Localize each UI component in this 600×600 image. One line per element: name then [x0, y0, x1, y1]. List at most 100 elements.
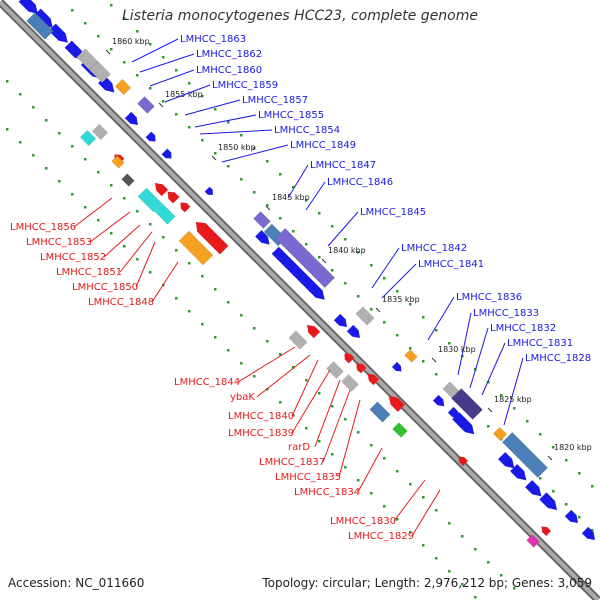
gc-dot: [162, 236, 165, 239]
reverse-gene-label: LMHCC_1834: [294, 487, 360, 498]
cog-block-shape: [79, 129, 97, 147]
gc-dot: [474, 596, 477, 599]
gc-dot: [123, 61, 126, 64]
gc-dot: [422, 496, 425, 499]
gc-dot: [357, 431, 360, 434]
cog-block-shape: [154, 203, 176, 225]
tick-label: 1825 kbp: [494, 395, 532, 404]
cog-block-shape: [121, 173, 135, 187]
forward-gene: [539, 492, 558, 511]
cog-block: [26, 12, 54, 40]
gc-dot: [227, 121, 230, 124]
tick-mark: [265, 205, 271, 211]
forward-gene-label: LMHCC_1841: [418, 259, 484, 270]
cog-block: [111, 155, 125, 169]
leader-line: [151, 261, 179, 303]
tick-label: 1830 kbp: [438, 345, 476, 354]
reverse-gene-label: LMHCC_1850: [72, 282, 138, 293]
leader-line: [119, 231, 153, 273]
gc-dot: [331, 405, 334, 408]
cog-block: [492, 426, 508, 442]
gc-dot: [318, 392, 321, 395]
gc-dot: [305, 199, 308, 202]
leader-line: [149, 69, 195, 87]
cog-block: [502, 432, 548, 478]
gc-dot: [461, 583, 464, 586]
reverse-gene: [388, 395, 405, 412]
gc-dot: [266, 160, 269, 163]
gc-dot: [71, 193, 74, 196]
gc-dot: [175, 113, 178, 116]
gc-dot: [279, 217, 282, 220]
gc-dot: [396, 470, 399, 473]
gc-dot: [227, 301, 230, 304]
cog-block-shape: [89, 61, 111, 83]
cog-block: [404, 349, 418, 363]
gc-dot: [422, 360, 425, 363]
leader-line: [469, 327, 489, 389]
gc-dot: [344, 418, 347, 421]
forward-gene: [525, 480, 542, 497]
leader-line: [393, 479, 426, 522]
gc-dot: [240, 178, 243, 181]
cog-block-shape: [492, 426, 508, 442]
gc-dot: [97, 35, 100, 38]
gc-dot: [474, 548, 477, 551]
leader-line: [503, 357, 524, 426]
gc-dot: [513, 587, 516, 590]
cog-block: [253, 211, 271, 229]
gc-dot: [409, 483, 412, 486]
cog-block-shape: [392, 422, 408, 438]
forward-gene: [452, 412, 475, 435]
gc-dot: [201, 323, 204, 326]
leader-line: [256, 354, 311, 398]
gc-dot: [45, 119, 48, 122]
cog-block: [114, 78, 132, 96]
reverse-gene-shape: [155, 183, 169, 197]
gc-dot: [84, 22, 87, 25]
gc-dot: [318, 440, 321, 443]
forward-gene-label: LMHCC_1832: [490, 323, 556, 334]
tick-mark: [321, 258, 327, 264]
cog-block-shape: [26, 12, 54, 40]
cog-block: [355, 306, 375, 326]
reverse-gene-label: ybaK: [230, 392, 255, 403]
reverse-gene-shape: [195, 221, 229, 255]
reverse-gene: [356, 363, 367, 374]
forward-gene: [346, 324, 360, 338]
gc-dot: [539, 433, 542, 436]
gc-dot: [292, 186, 295, 189]
cog-block-shape: [526, 534, 540, 548]
gc-dot: [149, 87, 152, 90]
gc-dot: [266, 340, 269, 343]
gc-dot: [383, 277, 386, 280]
forward-gene: [124, 111, 138, 125]
leader-line: [73, 197, 113, 228]
gc-dot: [578, 516, 581, 519]
forward-gene-shape: [124, 111, 138, 125]
gc-dot: [201, 95, 204, 98]
forward-gene-labels: LMHCC_1863LMHCC_1862LMHCC_1860LMHCC_1859…: [131, 34, 591, 426]
gc-dot: [435, 509, 438, 512]
gc-dot: [344, 238, 347, 241]
gc-dot: [110, 48, 113, 51]
gc-dot: [357, 251, 360, 254]
gc-dot: [552, 490, 555, 493]
gc-dot: [71, 9, 74, 12]
gc-dot: [136, 258, 139, 261]
forward-gene: [510, 464, 527, 481]
gc-dot: [591, 485, 594, 488]
gc-dot: [266, 204, 269, 207]
gc-dot: [110, 184, 113, 187]
gc-dot: [370, 308, 373, 311]
reverse-gene: [180, 202, 191, 213]
gc-dot: [396, 290, 399, 293]
gc-dot: [240, 314, 243, 317]
gc-dot: [227, 349, 230, 352]
forward-gene-label: LMHCC_1862: [196, 49, 262, 60]
gc-dot: [539, 477, 542, 480]
forward-gene-shape: [432, 394, 445, 407]
